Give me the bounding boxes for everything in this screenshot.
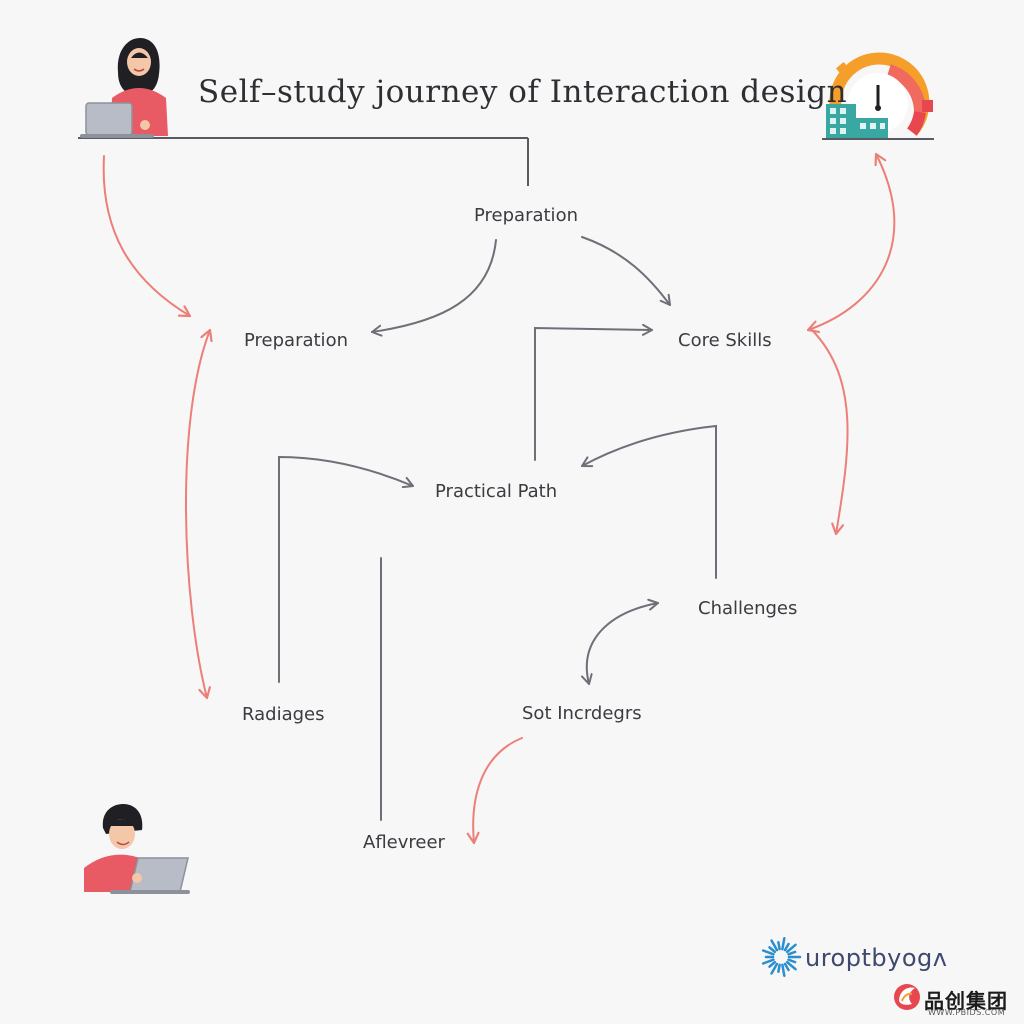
node-sot-incrdegrs: Sot Incrdegrs — [518, 701, 646, 726]
arrow-radiages-to-practical — [278, 455, 414, 683]
arrow-prep-top-to-prep-left — [371, 239, 497, 337]
flame-logo-icon — [894, 984, 920, 1010]
corner-logo-text: 品创集团 — [924, 989, 1008, 1013]
brand-watermark: uroptbyogʌ — [805, 944, 948, 972]
arrow-sot-to-challenges — [580, 598, 659, 685]
gray-connectors — [278, 236, 717, 821]
arrow-person-to-prep-left — [102, 155, 192, 318]
page-title: Self–study journey of Interaction design — [198, 74, 848, 110]
gauge-gear-icon — [826, 52, 933, 138]
corner-logo-url: WWW.PBIDS.COM — [928, 1008, 1006, 1017]
header-rule — [78, 137, 934, 186]
node-core-skills: Core Skills — [674, 328, 776, 353]
arrow-prep-top-to-core-skills — [581, 236, 671, 306]
node-preparation-left: Preparation — [240, 328, 352, 353]
sunburst-logo-icon — [761, 937, 802, 977]
person-with-laptop-icon — [84, 804, 190, 894]
node-practical-path: Practical Path — [431, 479, 562, 504]
arrow-challenges-to-practical — [581, 424, 717, 579]
arrow-practical-up-to-core — [534, 323, 653, 461]
coral-connectors — [102, 152, 896, 845]
arrow-sot-to-aflevreer — [466, 737, 523, 845]
node-radiages: Radiages — [238, 702, 329, 727]
person-with-laptop-icon — [80, 38, 168, 138]
node-preparation-top: Preparation — [470, 203, 582, 228]
arrow-prep-left-radiages — [185, 328, 213, 700]
arrow-gauge-core-skills — [806, 152, 896, 333]
arrow-core-skills-down — [811, 329, 849, 536]
node-aflevreer: Aflevreer — [359, 830, 449, 855]
node-challenges: Challenges — [694, 596, 802, 621]
